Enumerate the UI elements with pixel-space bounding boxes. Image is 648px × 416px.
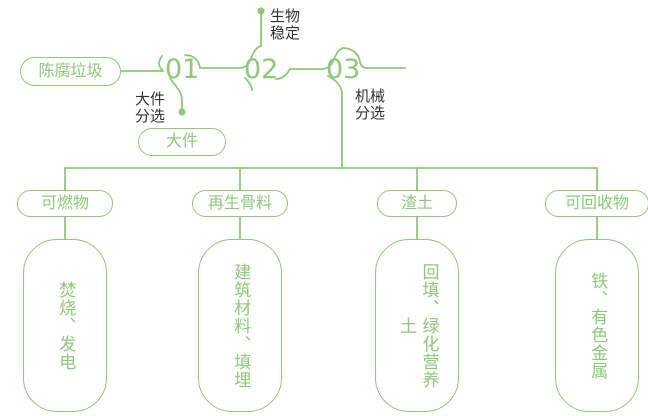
stage-03-value: 03 [326, 54, 361, 85]
stage-03-caption: 机械 分选 [355, 88, 385, 123]
stage-02-caption-text: 生物 稳定 [270, 8, 301, 43]
usage-1-text: 焚烧、发电 [56, 280, 76, 371]
bracket-02-right [275, 68, 323, 80]
category-pill-2[interactable]: 再生骨料 [192, 190, 288, 217]
stage-01-value: 01 [165, 54, 200, 85]
source-pill[interactable]: 陈腐垃圾 [20, 57, 121, 86]
bracket-01-left [158, 55, 164, 72]
category-pill-3[interactable]: 渣土 [377, 190, 457, 217]
stage-number-03[interactable]: 03 [326, 56, 360, 83]
usage-2-text: 建筑材料、填埋 [231, 262, 251, 389]
dot-01-output [178, 108, 186, 116]
usage-box-1[interactable]: 焚烧、发电 [23, 239, 107, 412]
bracket-03-right-top [342, 47, 406, 69]
bracket-03-left [321, 47, 344, 70]
usage-box-2[interactable]: 建筑材料、填埋 [198, 239, 282, 412]
usage-box-3[interactable]: 回填、绿化营养土 [375, 239, 459, 412]
stage-number-01[interactable]: 01 [165, 56, 199, 83]
wire-01-down [169, 77, 183, 111]
category-3-label: 渣土 [400, 194, 433, 212]
stage-02-caption: 生物 稳定 [270, 8, 300, 43]
category-4-label: 可回收物 [564, 194, 629, 212]
dot-02-output [257, 7, 265, 15]
category-pill-1[interactable]: 可燃物 [17, 190, 113, 217]
branch-output-pill[interactable]: 大件 [138, 128, 226, 156]
category-pill-4[interactable]: 可回收物 [545, 190, 648, 217]
usage-box-4[interactable]: 铁、有色金属 [555, 239, 639, 412]
usage-3-text: 回填、绿化营养土 [397, 262, 439, 389]
usage-4-text: 铁、有色金属 [588, 271, 608, 380]
source-label: 陈腐垃圾 [38, 62, 103, 80]
stage-02-value: 02 [244, 54, 279, 85]
bracket-01-right-top [184, 54, 241, 69]
branch-output-label: 大件 [165, 133, 198, 150]
stage-01-caption-text: 大件 分选 [135, 91, 166, 126]
category-2-label: 再生骨料 [207, 194, 272, 212]
bracket-02-left-bottom [244, 77, 253, 91]
bracket-02-left-top [239, 45, 262, 69]
category-1-label: 可燃物 [40, 194, 89, 212]
stage-03-caption-text: 机械 分选 [355, 88, 386, 123]
stage-number-02[interactable]: 02 [244, 56, 278, 83]
wire-03-down [327, 75, 343, 169]
stage-01-caption: 大件 分选 [135, 91, 165, 126]
